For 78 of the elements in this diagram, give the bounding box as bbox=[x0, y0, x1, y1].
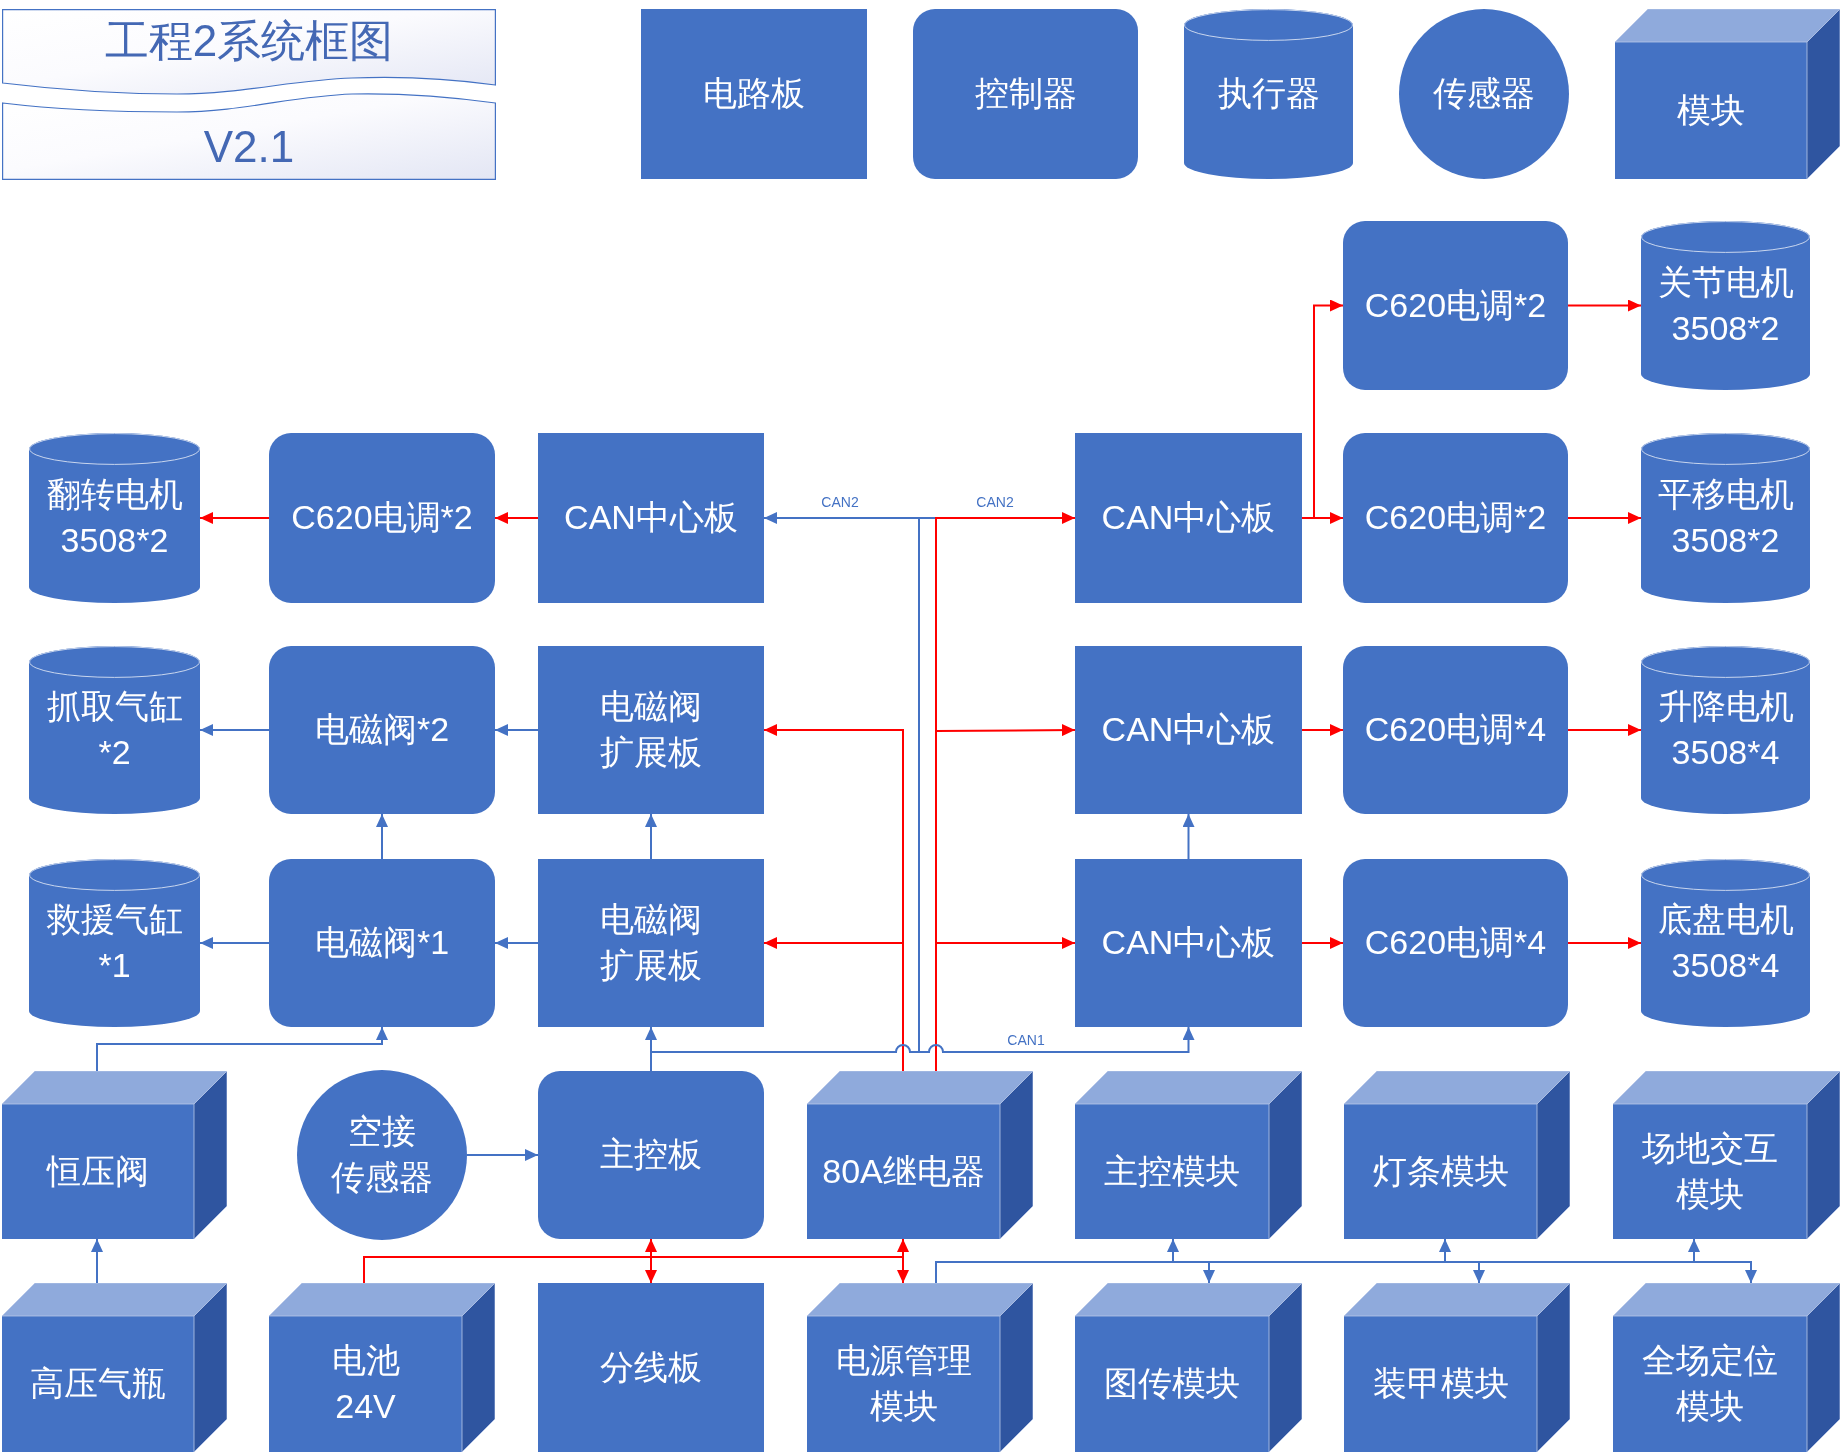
rounded-box: C620电调*4 bbox=[1343, 859, 1568, 1027]
arrow bbox=[1567, 512, 1642, 524]
cylinder: 关节电机3508*2 bbox=[1641, 221, 1810, 390]
legend-circle: 传感器 bbox=[1399, 9, 1569, 179]
legend-rounded-box: 控制器 bbox=[913, 9, 1138, 179]
rounded-box: 电磁阀*1 bbox=[269, 859, 495, 1027]
process-box: CAN中心板 bbox=[538, 433, 764, 603]
arrow bbox=[376, 813, 388, 860]
arrow bbox=[1182, 813, 1195, 860]
rounded-box: C620电调*2 bbox=[1343, 433, 1568, 603]
rounded-box: 电磁阀*2 bbox=[269, 646, 495, 814]
arrow bbox=[199, 724, 270, 736]
connector-line bbox=[650, 1256, 904, 1258]
connector-line bbox=[1208, 1261, 1446, 1263]
rounded-box: C620电调*2 bbox=[269, 433, 495, 603]
arrow bbox=[1567, 937, 1642, 949]
connector-line bbox=[650, 1051, 652, 1072]
connector-line bbox=[1478, 1261, 1695, 1263]
connector-line bbox=[1444, 1261, 1480, 1263]
arrow bbox=[918, 1026, 1195, 1053]
arrow bbox=[1313, 512, 1344, 524]
arrow bbox=[645, 1256, 657, 1284]
arrow bbox=[1473, 1261, 1485, 1284]
arrow bbox=[96, 1026, 388, 1072]
version-banner: V2.1 bbox=[2, 92, 496, 180]
arrow bbox=[494, 937, 539, 949]
arrow bbox=[645, 1238, 657, 1258]
rounded-box: 主控板 bbox=[538, 1071, 764, 1239]
connector-line bbox=[1301, 517, 1315, 519]
rounded-box: C620电调*2 bbox=[1343, 221, 1568, 390]
arrow bbox=[466, 1149, 539, 1161]
rounded-box: C620电调*4 bbox=[1343, 646, 1568, 814]
arrow bbox=[1567, 299, 1642, 312]
arrow bbox=[494, 724, 539, 736]
connector-line bbox=[1172, 1261, 1210, 1263]
arrow bbox=[763, 512, 937, 1053]
process-box: CAN中心板 bbox=[1075, 646, 1302, 814]
arrow bbox=[645, 1026, 657, 1053]
arrow bbox=[1167, 1238, 1179, 1263]
connector-line bbox=[902, 942, 904, 1072]
arrow bbox=[1567, 724, 1642, 736]
arrow bbox=[1203, 1261, 1215, 1284]
arrow bbox=[645, 813, 657, 860]
legend-box: 电路板 bbox=[641, 9, 867, 179]
arrow bbox=[1439, 1238, 1451, 1263]
arrow bbox=[1313, 299, 1344, 519]
cylinder: 翻转电机3508*2 bbox=[29, 433, 200, 603]
cylinder: 升降电机3508*4 bbox=[1641, 646, 1810, 814]
arrow bbox=[763, 724, 904, 944]
title-banner: 工程2系统框图 bbox=[2, 9, 496, 97]
process-box: 分线板 bbox=[538, 1283, 764, 1452]
cylinder: 救援气缸*1 bbox=[29, 859, 200, 1027]
arrow bbox=[1688, 1238, 1700, 1263]
process-box: CAN中心板 bbox=[1075, 433, 1302, 603]
connector-line bbox=[650, 1044, 920, 1053]
arrow bbox=[935, 724, 1076, 737]
arrow bbox=[1693, 1261, 1757, 1284]
legend-cylinder: 执行器 bbox=[1184, 9, 1353, 179]
arrow bbox=[897, 1238, 909, 1258]
arrow bbox=[199, 512, 270, 524]
cylinder: 底盘电机3508*4 bbox=[1641, 859, 1810, 1027]
circle-node: 空接传感器 bbox=[297, 1070, 467, 1240]
cylinder: 抓取气缸*2 bbox=[29, 646, 200, 814]
arrow bbox=[763, 937, 904, 949]
process-box: 电磁阀扩展板 bbox=[538, 859, 764, 1027]
process-box: CAN中心板 bbox=[1075, 859, 1302, 1027]
arrow bbox=[1301, 937, 1344, 949]
arrow bbox=[494, 512, 539, 524]
legend-cube: 模块 bbox=[1615, 9, 1840, 179]
cylinder: 平移电机3508*2 bbox=[1641, 433, 1810, 603]
connector-line bbox=[935, 1261, 1174, 1284]
arrow bbox=[935, 937, 1076, 949]
connector-line bbox=[363, 1256, 652, 1284]
process-box: 电磁阀扩展板 bbox=[538, 646, 764, 814]
arrow bbox=[91, 1238, 103, 1284]
arrow bbox=[199, 937, 270, 949]
arrow bbox=[1301, 724, 1344, 736]
arrow bbox=[897, 1256, 909, 1284]
